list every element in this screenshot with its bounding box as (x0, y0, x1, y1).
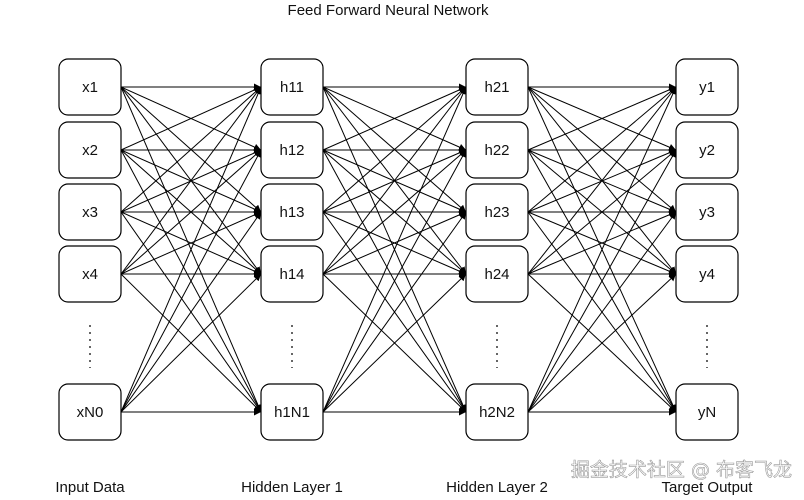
node-h23: h23 (465, 183, 529, 241)
node-label: x2 (82, 142, 98, 159)
edge-h1N1-h24 (322, 273, 467, 413)
node-label: y1 (699, 79, 715, 96)
edge-h22-y1 (527, 86, 677, 151)
node-label: h12 (279, 142, 304, 159)
edge-h14-h21 (322, 86, 467, 275)
node-box (58, 383, 122, 441)
node-box (465, 183, 529, 241)
ellipsis-markers (89, 325, 708, 368)
edge-h14-h23 (322, 211, 467, 275)
node-x1: x1 (58, 58, 122, 116)
node-box (465, 58, 529, 116)
node-box (465, 121, 529, 179)
edge-x3-h11 (120, 86, 262, 213)
node-h12: h12 (260, 121, 324, 179)
node-y3: y3 (675, 183, 739, 241)
edge-h2N2-y4 (527, 273, 677, 413)
node-box (260, 183, 324, 241)
node-label: h14 (279, 266, 304, 283)
node-label: xN0 (77, 404, 104, 421)
edge-h12-h21 (322, 86, 467, 151)
node-box (465, 245, 529, 303)
node-label: x3 (82, 204, 98, 221)
edge-h2N2-y1 (527, 86, 677, 413)
node-box (675, 183, 739, 241)
edge-x4-h12 (120, 149, 262, 275)
layer-label-hidden-1: Hidden Layer 1 (241, 479, 343, 496)
edge-h24-y2 (527, 149, 677, 275)
diagram-title: Feed Forward Neural Network (288, 2, 489, 19)
node-x3: x3 (58, 183, 122, 241)
node-label: y2 (699, 142, 715, 159)
edge-x2-h11 (120, 86, 262, 151)
node-h22: h22 (465, 121, 529, 179)
edge-xN0-h12 (120, 149, 262, 413)
node-label: y3 (699, 204, 715, 221)
layer-label-hidden-2: Hidden Layer 2 (446, 479, 548, 496)
node-h2N2: h2N2 (465, 383, 529, 441)
edge-xN0-h13 (120, 211, 262, 413)
edge-h1N1-h21 (322, 86, 467, 413)
node-box (260, 383, 324, 441)
node-box (58, 183, 122, 241)
node-box (58, 121, 122, 179)
edge-h13-h21 (322, 86, 467, 213)
node-box (260, 58, 324, 116)
edge-h24-y1 (527, 86, 677, 275)
node-box (260, 245, 324, 303)
layer-label-input: Input Data (55, 479, 125, 496)
node-label: h23 (484, 204, 509, 221)
node-y1: y1 (675, 58, 739, 116)
node-h13: h13 (260, 183, 324, 241)
node-h11: h11 (260, 58, 324, 116)
network-nodes: x1 x2 x3 x4 xN0 h11 h12 h13 h14 h1N1 h21 h22 h23 h24 h… (58, 58, 739, 441)
node-yN: yN (675, 383, 739, 441)
node-x2: x2 (58, 121, 122, 179)
node-y2: y2 (675, 121, 739, 179)
node-label: x1 (82, 79, 98, 96)
node-h1N1: h1N1 (260, 383, 324, 441)
node-y4: y4 (675, 245, 739, 303)
node-box (675, 121, 739, 179)
node-label: x4 (82, 266, 98, 283)
edge-h23-y1 (527, 86, 677, 213)
connection-edges (120, 83, 677, 416)
node-x4: x4 (58, 245, 122, 303)
watermark: 掘金技术社区 @ 布客飞龙 (571, 459, 792, 481)
node-box (58, 58, 122, 116)
edge-h1N1-h23 (322, 211, 467, 413)
node-box (465, 383, 529, 441)
node-h21: h21 (465, 58, 529, 116)
node-label: h11 (280, 79, 304, 96)
edge-h14-h22 (322, 149, 467, 275)
edge-xN0-h14 (120, 273, 262, 413)
layer-label-output: Target Output (662, 479, 754, 496)
node-box (260, 121, 324, 179)
edge-h1N1-h22 (322, 149, 467, 413)
node-box (58, 245, 122, 303)
node-label: h13 (279, 204, 304, 221)
node-label: h24 (484, 266, 509, 283)
node-box (675, 383, 739, 441)
edge-x4-h13 (120, 211, 262, 275)
node-label: h1N1 (274, 404, 310, 421)
edge-xN0-h11 (120, 86, 262, 413)
node-label: h22 (484, 142, 509, 159)
node-h14: h14 (260, 245, 324, 303)
node-label: yN (698, 404, 716, 421)
node-label: y4 (699, 266, 715, 283)
edge-h2N2-y3 (527, 211, 677, 413)
node-h24: h24 (465, 245, 529, 303)
edge-h2N2-y2 (527, 149, 677, 413)
node-xN0: xN0 (58, 383, 122, 441)
node-box (675, 245, 739, 303)
node-label: h21 (484, 79, 509, 96)
node-box (675, 58, 739, 116)
node-label: h2N2 (479, 404, 515, 421)
edge-x4-h11 (120, 86, 262, 275)
edge-h24-y3 (527, 211, 677, 275)
